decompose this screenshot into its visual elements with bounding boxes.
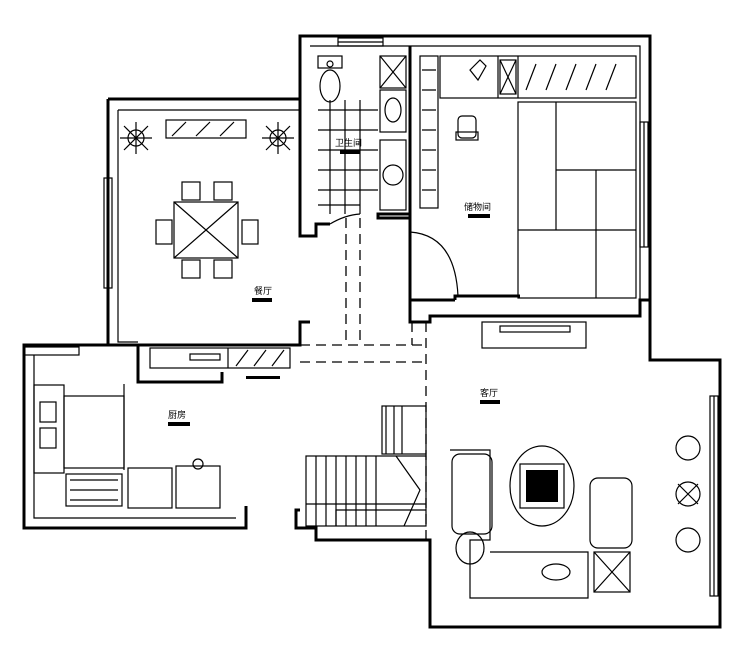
- staircase: [305, 405, 427, 527]
- outer-walls: [22, 34, 722, 629]
- study: 储物间: [408, 55, 650, 324]
- dining-room: 餐厅: [120, 119, 310, 384]
- kitchen: 厨房: [33, 384, 221, 509]
- bathroom-tiles: [318, 100, 378, 214]
- living-room: 客厅: [450, 321, 701, 599]
- dining-label: 餐厅: [254, 285, 272, 297]
- windows: [23, 37, 719, 597]
- living-label: 客厅: [480, 387, 498, 399]
- study-label: 储物间: [464, 201, 491, 213]
- bathroom: 卫生间: [298, 46, 412, 238]
- circulation-lines: [300, 218, 427, 540]
- kitchen-label: 厨房: [168, 409, 186, 421]
- plant-icon: [262, 122, 294, 154]
- toilet-icon: [317, 55, 343, 103]
- bathroom-label: 卫生间: [335, 137, 362, 149]
- plant-icon: [120, 122, 152, 154]
